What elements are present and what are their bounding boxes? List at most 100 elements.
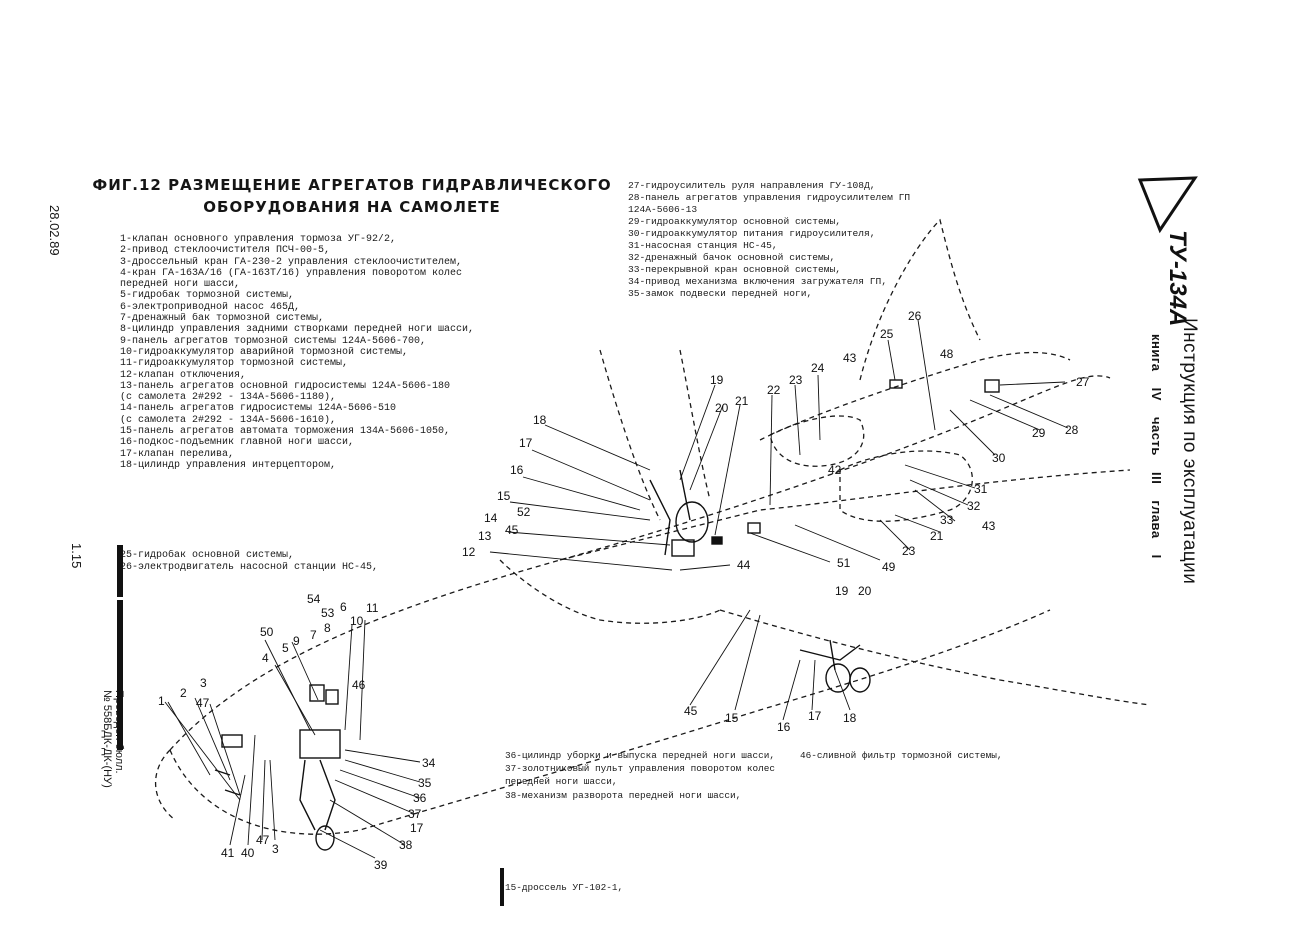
figure-title-line2: ОБОРУДОВАНИЯ НА САМОЛЕТЕ	[203, 198, 501, 216]
callout-label: 21	[930, 529, 944, 543]
callout-label: 19	[710, 373, 724, 387]
nose-landing-gear	[214, 684, 341, 851]
legend-item: 6-электроприводной насос 465Д,	[120, 301, 301, 313]
callout-label: 39	[374, 858, 388, 872]
callout-label: 17	[808, 709, 822, 723]
legend-item: передней ноги шасси,	[120, 279, 241, 291]
callout-label: 15	[725, 711, 739, 725]
callout-label: 45	[505, 523, 519, 537]
callout-label: 33	[940, 513, 954, 527]
callout-numbers: 18 17 16 15 52 14 45 13 12 19 20 21 22 2…	[158, 309, 1090, 872]
legend-item: 10-гидроаккумулятор аварийной тормозной …	[120, 346, 409, 358]
callout-label: 23	[789, 373, 803, 387]
callout-label: 40	[241, 846, 255, 860]
legend-left: 1-клапан основного управления тормоза УГ…	[120, 234, 480, 573]
legend-item: 15-дроссель УГ-102-1,	[505, 882, 624, 894]
callout-label: 52	[517, 505, 531, 519]
callout-label: 34	[422, 756, 436, 770]
legend-item: 27-гидроусилитель руля направления ГУ-10…	[628, 180, 876, 191]
callout-label: 19	[835, 584, 849, 598]
callout-label: 3	[272, 842, 279, 856]
callout-label: 17	[410, 821, 424, 835]
callout-label: 8	[324, 621, 331, 635]
figure-title: ФИГ.12 РАЗМЕЩЕНИЕ АГРЕГАТОВ ГИДРАВЛИЧЕСК…	[92, 174, 612, 218]
callout-label: 4	[262, 651, 269, 665]
callout-label: 35	[418, 776, 432, 790]
callout-label: 5	[282, 641, 289, 655]
airframe-outline	[154, 218, 1151, 835]
callout-label: 2	[180, 686, 187, 700]
legend-item: 1-клапан основного управления тормоза УГ…	[120, 234, 397, 245]
callout-label: 46	[352, 678, 366, 692]
legend-item: 31-насосная станция НС-45,	[628, 240, 778, 251]
callout-label: 48	[940, 347, 954, 361]
tu-134a-logo: ТУ-134А	[1137, 176, 1198, 326]
callout-label: 27	[1076, 375, 1090, 389]
callout-label: 54	[307, 592, 321, 606]
legend-item: (с самолета 2#292 - 134А-5606-1610),	[120, 414, 337, 426]
legend-item: 4-кран ГА-163А/16 (ГА-163Т/16) управлени…	[120, 267, 463, 279]
legend-item: 35-замок подвески передней ноги,	[628, 288, 813, 299]
callout-label: 50	[260, 625, 274, 639]
legend-item: 3-дроссельный кран ГА-230-2 управления с…	[120, 256, 463, 268]
callout-label: 47	[196, 696, 210, 710]
callout-label: 24	[811, 361, 825, 375]
legend-item: 37-золотниковый пульт управления поворот…	[505, 763, 776, 775]
legend-item: 30-гидроаккумулятор питания гидроусилите…	[628, 228, 876, 239]
callout-label: 37	[408, 807, 422, 821]
callout-label: 38	[399, 838, 413, 852]
callout-label: 36	[413, 791, 427, 805]
main-landing-gear	[649, 379, 1000, 693]
legend-item: 124А-5606-13	[628, 204, 698, 215]
legend-item: 8-цилиндр управления задними створками п…	[120, 324, 475, 336]
legend-item: 12-клапан отключения,	[120, 369, 247, 381]
callout-label: 23	[902, 544, 916, 558]
legend-item: 14-панель агрегатов гидросистемы 124А-56…	[120, 403, 397, 415]
callout-label: 16	[510, 463, 524, 477]
legend-bottom-middle: 36-цилиндр уборки и выпуска передней ног…	[505, 749, 805, 894]
callout-label: 11	[366, 601, 379, 615]
callout-label: 15	[497, 489, 511, 503]
callout-label: 20	[715, 401, 729, 415]
callout-label: 18	[533, 413, 547, 427]
callout-label: 6	[340, 600, 347, 614]
callout-label: 51	[837, 556, 851, 570]
leader-lines	[164, 319, 1069, 859]
logo-text: ТУ-134А	[1164, 230, 1191, 326]
callout-label: 22	[767, 383, 781, 397]
figure-title-line1: ФИГ.12 РАЗМЕЩЕНИЕ АГРЕГАТОВ ГИДРАВЛИЧЕСК…	[92, 176, 612, 194]
legend-item: 32-дренажный бачок основной системы,	[628, 252, 836, 263]
callout-label: 16	[777, 720, 791, 734]
legend-item: 36-цилиндр уборки и выпуска передней ног…	[505, 750, 776, 761]
margin-bar-lower	[117, 600, 123, 750]
callout-label: 43	[982, 519, 996, 533]
callout-label: 18	[843, 711, 857, 725]
legend-bottom-right: 46-сливной фильтр тормозной системы,	[800, 749, 1130, 894]
legend-item: 46-сливной фильтр тормозной системы,	[800, 750, 1003, 761]
callout-label: 30	[992, 451, 1006, 465]
callout-label: 10	[350, 614, 364, 628]
legend-item: 25-гидробак основной системы,	[120, 550, 295, 562]
legend-item: 34-привод механизма включения загружател…	[628, 276, 888, 287]
legend-item: 29-гидроаккумулятор основной системы,	[628, 216, 842, 227]
margin-bar-bottom	[500, 868, 504, 906]
legend-item: (с самолета 2#292 - 134А-5606-1180),	[120, 392, 337, 404]
legend-item: 11-гидроаккумулятор тормозной системы,	[120, 358, 349, 370]
callout-label: 9	[293, 634, 300, 648]
legend-item: 38-механизм разворота передней ноги шасс…	[505, 789, 742, 801]
callout-label: 43	[843, 351, 857, 365]
callout-label: 12	[462, 545, 476, 559]
callout-label: 44	[737, 558, 751, 572]
callout-label: 49	[882, 560, 896, 574]
callout-label: 25	[880, 327, 894, 341]
callout-label: 29	[1032, 426, 1046, 440]
legend-item: 15-панель агрегатов автомата торможения …	[120, 426, 451, 438]
callout-label: 1	[158, 694, 165, 708]
legend-item: 17-клапан перелива,	[120, 448, 235, 460]
callout-label: 3	[200, 676, 207, 690]
callout-label: 53	[321, 606, 335, 620]
callout-label: 47	[256, 833, 270, 847]
legend-item: 2-привод стеклоочистителя ПСЧ-00-5,	[120, 245, 331, 257]
legend-item: передней ноги шасси,	[505, 776, 618, 788]
